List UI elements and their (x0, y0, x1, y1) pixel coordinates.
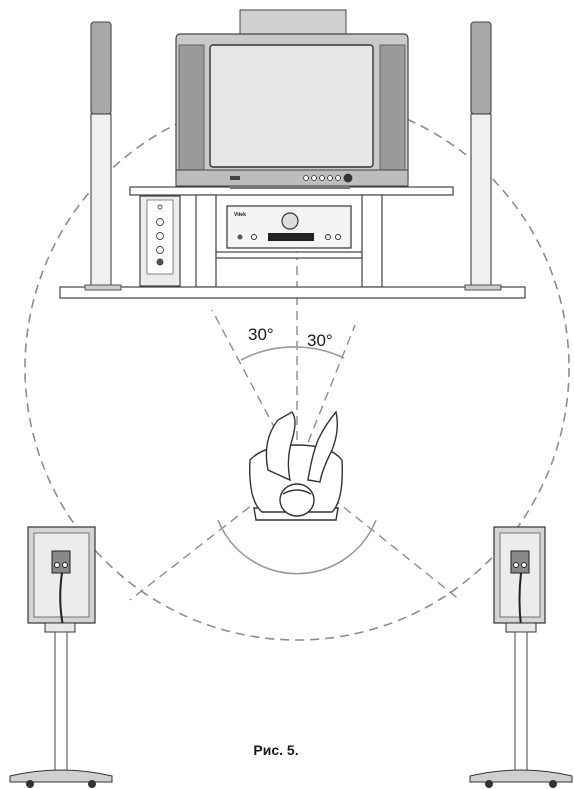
front-left-tower-speaker (84, 21, 122, 291)
rear-right-speaker (469, 526, 573, 788)
listener-figure (249, 410, 343, 521)
subwoofer (139, 195, 181, 287)
figure-caption: Рис. 5. (253, 742, 298, 758)
rear-left-speaker (9, 526, 113, 788)
tv-stand (59, 186, 526, 299)
angle-label-left: 30° (248, 325, 274, 344)
front-right-tower-speaker (464, 21, 502, 291)
angle-label-right: 30° (307, 331, 333, 350)
television (175, 9, 409, 189)
receiver-brand-label: Vitek (234, 212, 246, 218)
angle-arcs (217, 346, 377, 575)
tv-control-buttons (303, 173, 353, 183)
av-receiver: Vitek (226, 205, 352, 249)
